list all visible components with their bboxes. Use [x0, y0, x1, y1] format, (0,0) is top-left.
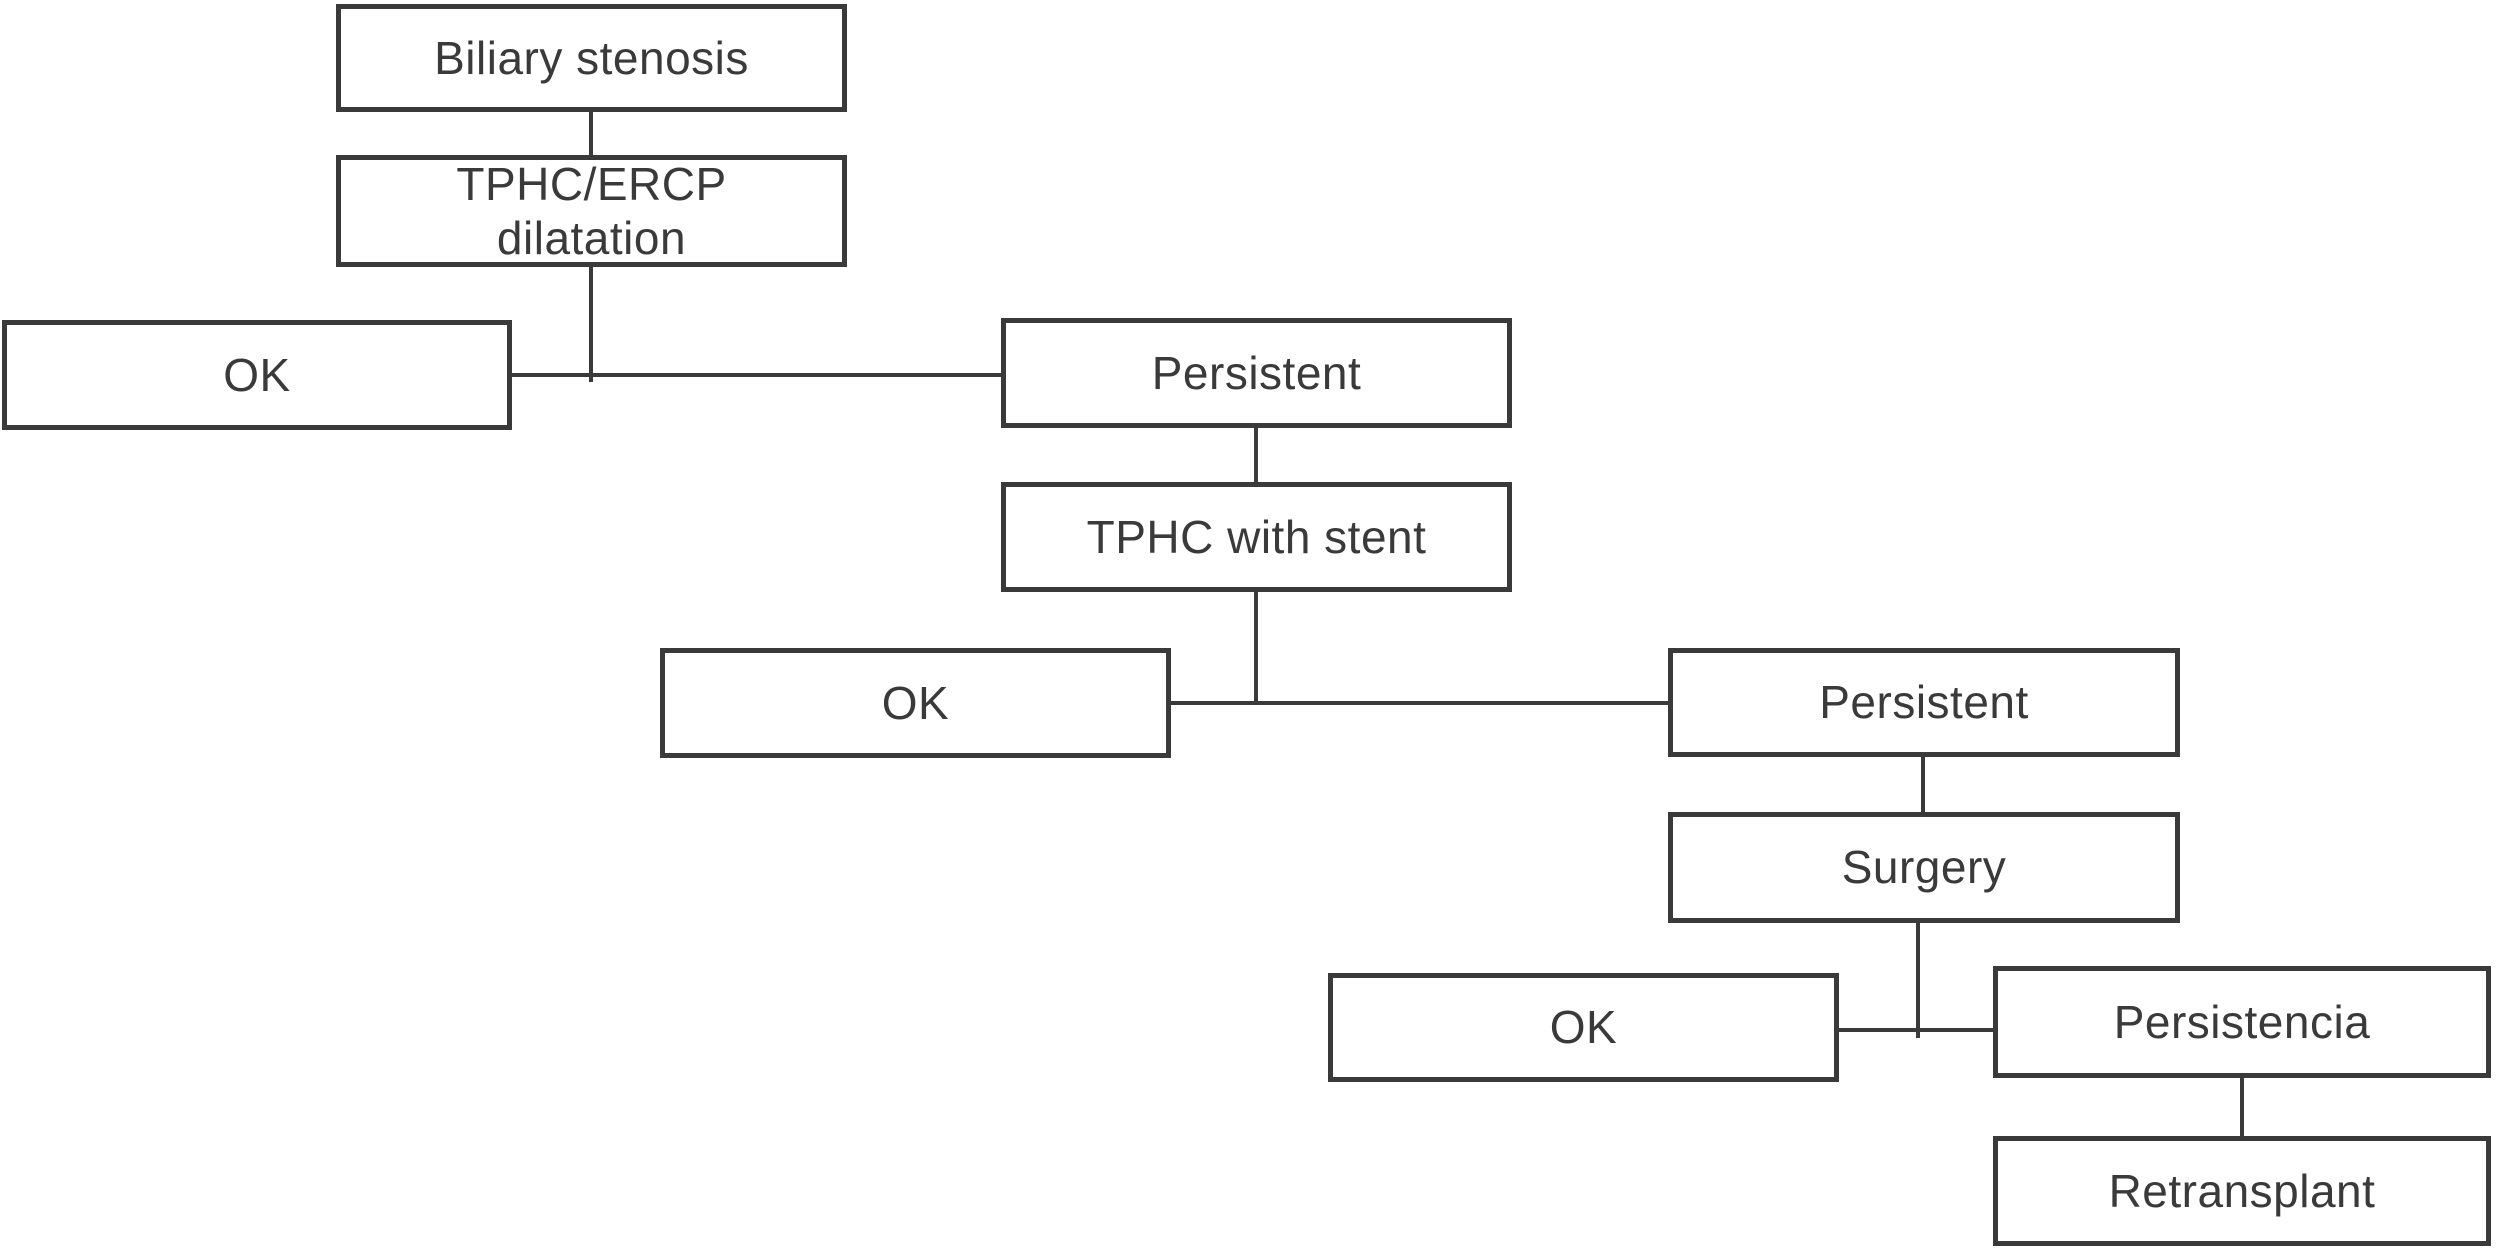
node-persistent-after-dilatation: Persistent: [1001, 318, 1512, 428]
node-persistent-after-stent: Persistent: [1668, 648, 2180, 757]
node-ok-after-dilatation-label: OK: [223, 348, 291, 401]
connector-stent-branch-stem: [1254, 592, 1258, 705]
node-surgery: Surgery: [1668, 812, 2180, 923]
node-ok-after-stent: OK: [660, 648, 1171, 758]
node-tphc-ercp-dilatation: TPHC/ERCP dilatation: [336, 155, 847, 267]
node-persistent-after-stent-label: Persistent: [1819, 676, 2029, 729]
node-tphc-with-stent-label: TPHC with stent: [1086, 510, 1427, 563]
connector-ok1-to-persistent1: [512, 373, 1001, 377]
node-ok-after-dilatation: OK: [2, 320, 512, 430]
connector-persistent2-to-surgery: [1921, 757, 1925, 812]
node-ok-after-surgery: OK: [1328, 973, 1839, 1082]
node-surgery-label: Surgery: [1841, 841, 2007, 894]
connector-ok2-to-persistent2: [1171, 701, 1668, 705]
node-tphc-ercp-dilatation-label: TPHC/ERCP dilatation: [456, 157, 727, 264]
node-ok-after-surgery-label: OK: [1549, 1001, 1618, 1054]
connector-ok3-to-persistencia: [1839, 1028, 1993, 1032]
node-retransplant-label: Retransplant: [2108, 1164, 2376, 1217]
node-biliary-stenosis: Biliary stenosis: [336, 4, 847, 112]
node-tphc-with-stent: TPHC with stent: [1001, 482, 1512, 592]
connector-persistent1-to-stent: [1254, 428, 1258, 482]
node-biliary-stenosis-label: Biliary stenosis: [434, 31, 749, 84]
node-persistent-after-dilatation-label: Persistent: [1151, 346, 1362, 399]
connector-persistencia-to-retransplant: [2240, 1078, 2244, 1136]
connector-surgery-branch-stem: [1916, 923, 1920, 1038]
node-retransplant: Retransplant: [1993, 1136, 2491, 1246]
node-ok-after-stent-label: OK: [881, 676, 950, 729]
node-persistencia-label: Persistencia: [2113, 995, 2371, 1048]
connector-stenosis-to-dilatation: [589, 112, 593, 155]
connector-dilatation-branch-stem: [589, 267, 593, 382]
node-persistencia: Persistencia: [1993, 966, 2491, 1078]
